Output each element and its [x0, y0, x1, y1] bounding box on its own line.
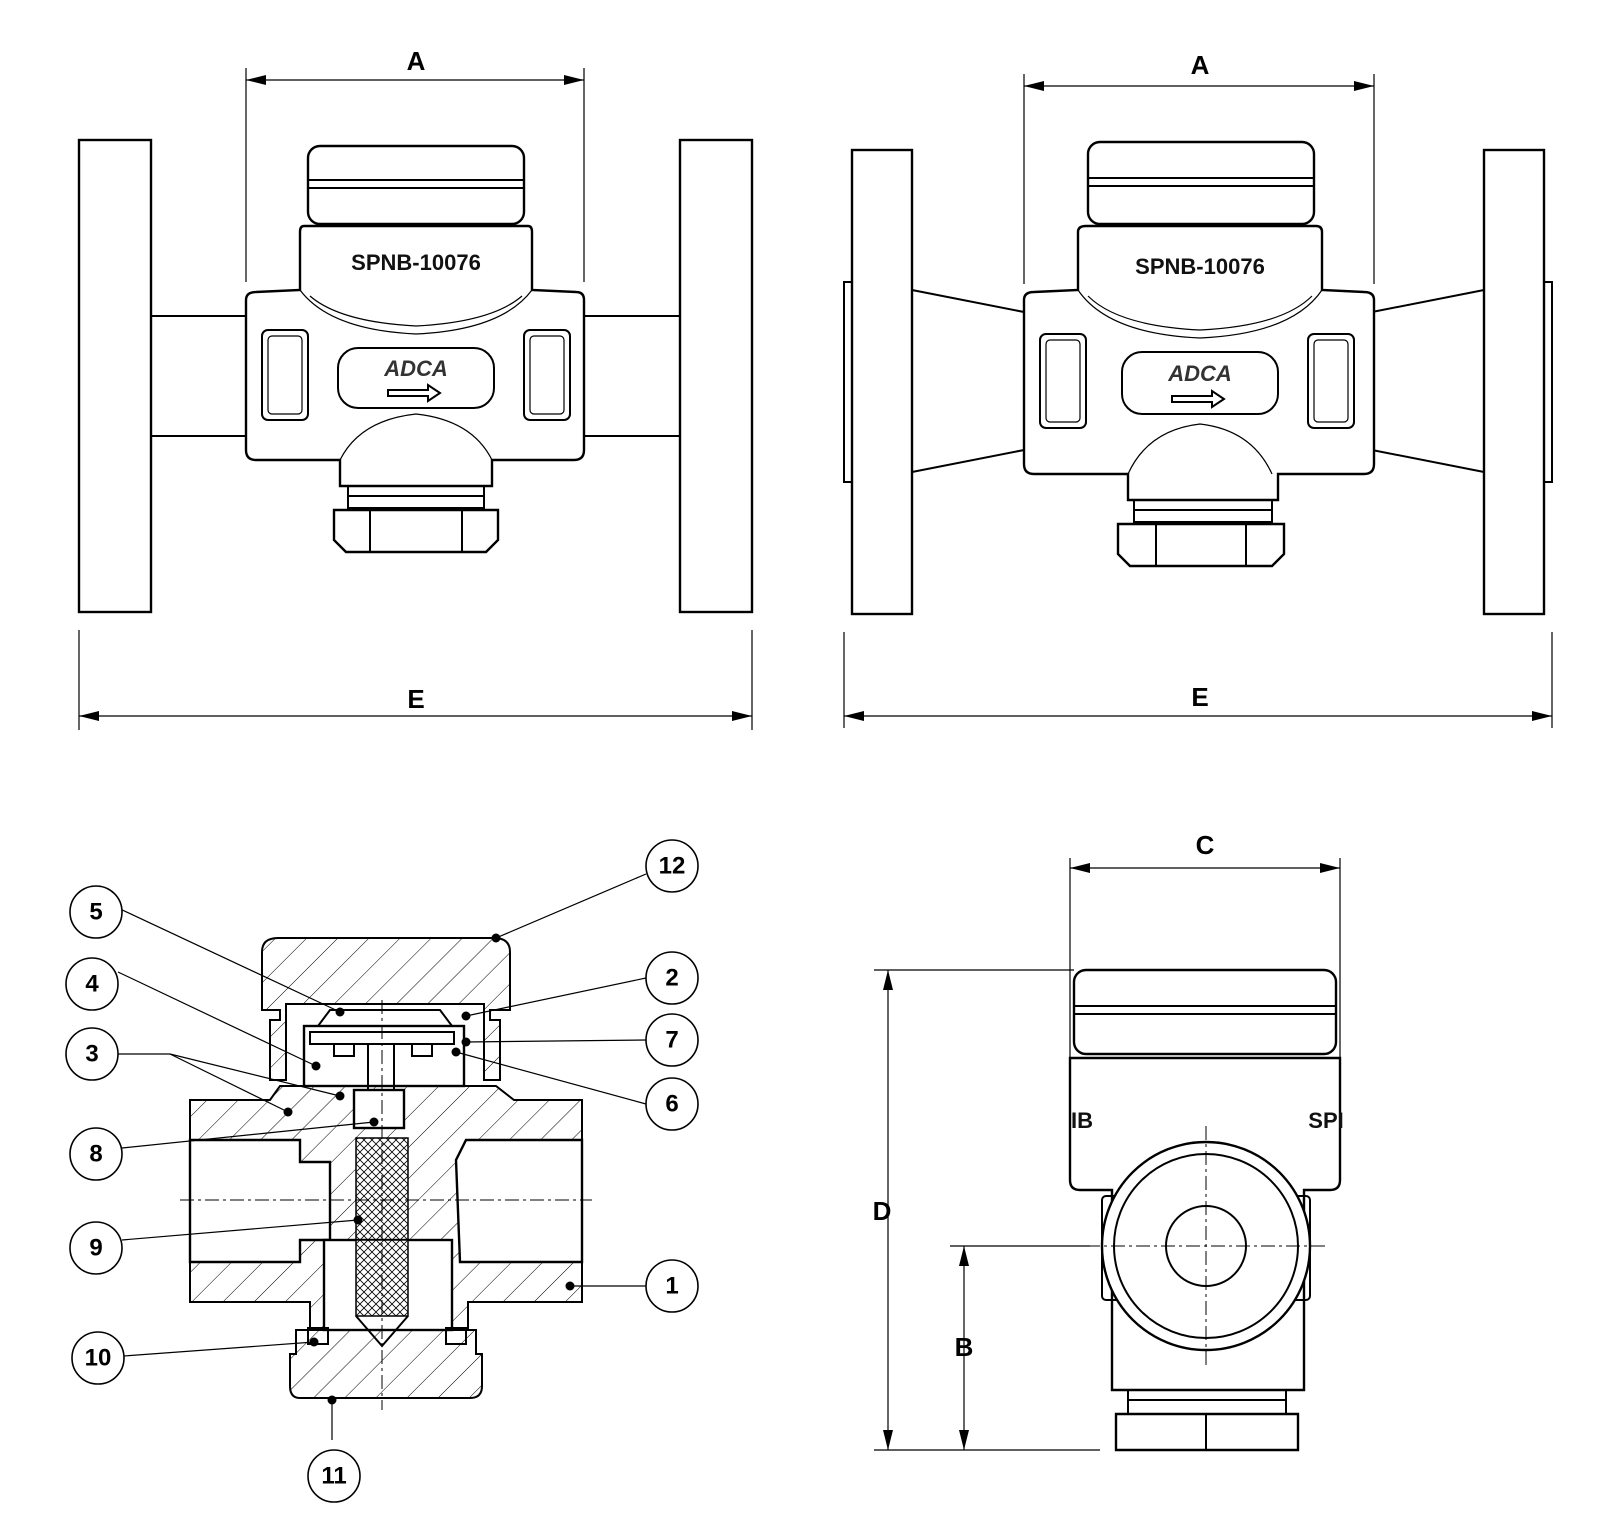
brand-logo-left: ADCA: [383, 356, 448, 381]
front-view-straight-flanges: ADCA SPNB-10076 A E: [77, 46, 754, 730]
sectional-view: 1 2 3 4 5 6 7 8 9 10 11 12: [65, 839, 699, 1503]
svg-text:5: 5: [89, 899, 102, 926]
svg-text:4: 4: [85, 971, 99, 998]
balloon-3: 3: [65, 1027, 119, 1081]
brand-logo-right: ADCA: [1167, 361, 1232, 386]
svg-text:10: 10: [85, 1345, 112, 1372]
body-marking-left: SPNB-10076: [351, 250, 481, 275]
dimension-b: B: [955, 1332, 974, 1362]
side-marking-right: SPI: [1308, 1108, 1343, 1133]
balloon-4: 4: [65, 957, 119, 1011]
balloon-12: 12: [645, 839, 699, 893]
balloon-2: 2: [645, 951, 699, 1005]
svg-text:12: 12: [659, 853, 686, 880]
side-marking-left: IB: [1071, 1108, 1093, 1133]
svg-text:3: 3: [85, 1041, 98, 1068]
balloon-7: 7: [645, 1013, 699, 1067]
svg-text:9: 9: [89, 1235, 102, 1262]
balloon-9: 9: [69, 1221, 123, 1275]
balloon-6: 6: [645, 1077, 699, 1131]
svg-text:11: 11: [321, 1463, 346, 1490]
balloon-1: 1: [645, 1259, 699, 1313]
balloon-5: 5: [69, 885, 123, 939]
front-view-weld-neck-flanges: ADCA SPNB-10076 A E: [843, 50, 1553, 728]
balloon-10: 10: [71, 1331, 125, 1385]
svg-text:7: 7: [665, 1027, 678, 1054]
svg-text:2: 2: [665, 965, 678, 992]
svg-text:6: 6: [665, 1091, 678, 1118]
side-view: IB SPI C D B: [873, 830, 1344, 1452]
svg-text:1: 1: [665, 1273, 678, 1300]
dimension-d: D: [873, 1196, 892, 1226]
balloon-8: 8: [69, 1127, 123, 1181]
dimension-c: C: [1196, 830, 1215, 860]
body-marking-right: SPNB-10076: [1135, 254, 1265, 279]
dimension-a-left: A: [407, 46, 426, 76]
dimension-e-left: E: [407, 684, 424, 714]
balloon-11: 11: [307, 1449, 361, 1503]
dimension-e-right: E: [1191, 682, 1208, 712]
svg-text:8: 8: [89, 1141, 102, 1168]
dimension-a-right: A: [1191, 50, 1210, 80]
